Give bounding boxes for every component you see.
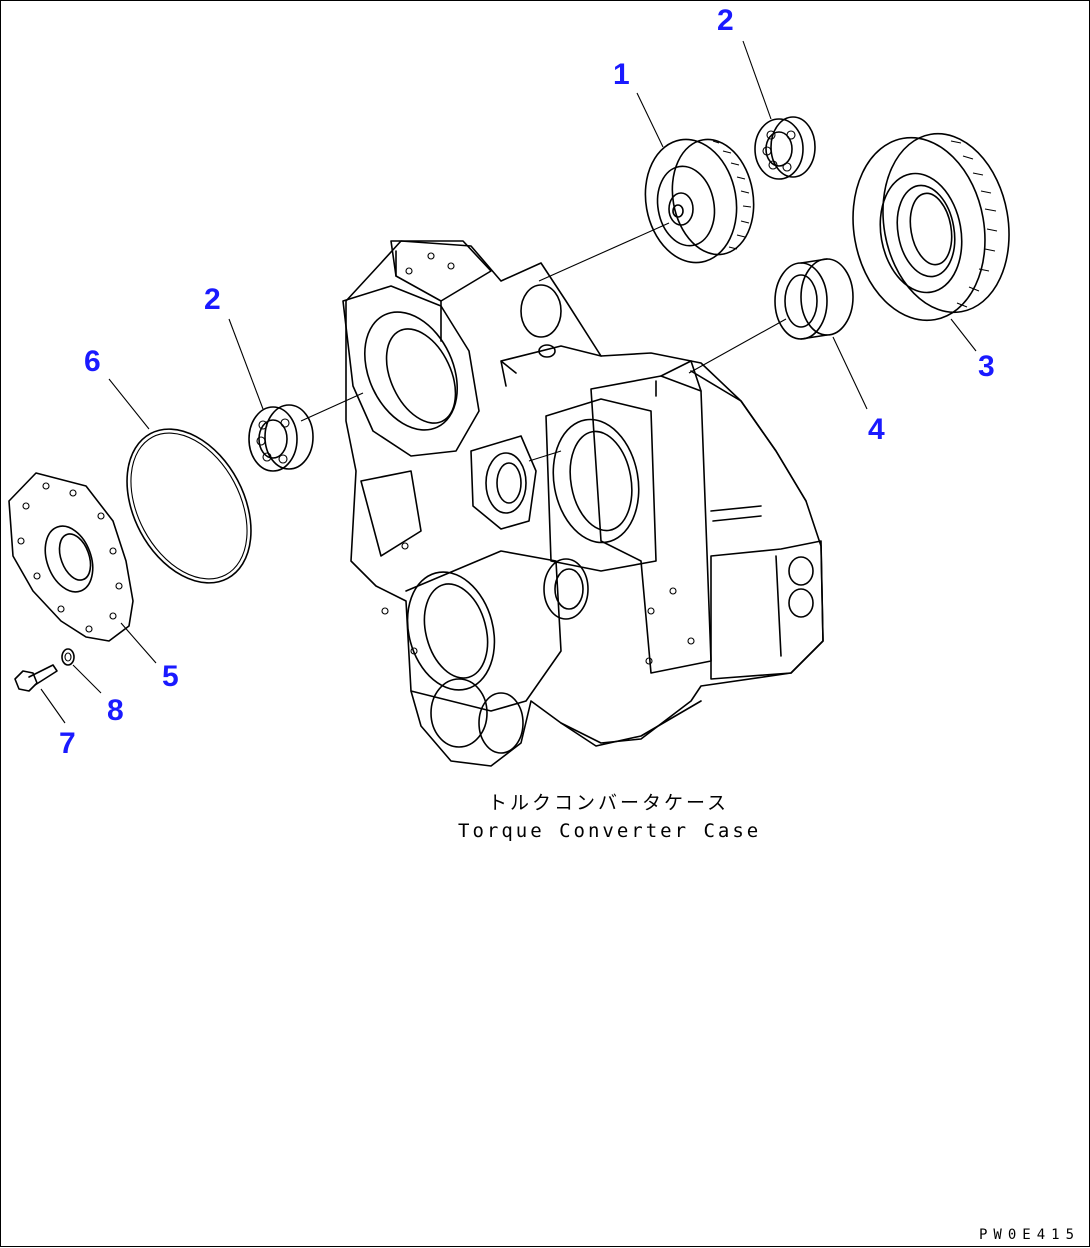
gear-part-3 <box>852 132 1010 322</box>
callout-1: 1 <box>613 58 630 91</box>
cover-part-5 <box>8 472 134 642</box>
gear-part-1 <box>644 138 755 264</box>
callout-4: 4 <box>868 413 885 446</box>
caption-english: Torque Converter Case <box>458 820 761 842</box>
assembly-lines <box>300 222 787 462</box>
callout-5: 5 <box>162 660 179 693</box>
leader-lines <box>40 40 977 724</box>
callout-7: 7 <box>59 727 76 760</box>
callout-3: 3 <box>978 350 995 383</box>
caption-japanese: トルクコンバータケース <box>488 792 729 814</box>
bearing-part-4 <box>774 258 854 340</box>
callout-2-top: 2 <box>717 4 734 37</box>
bearing-part-2-upper <box>754 116 816 180</box>
o-ring-part-6 <box>126 428 252 584</box>
washer-part-8 <box>61 648 75 666</box>
torque-converter-case <box>342 240 824 767</box>
callout-8: 8 <box>107 694 124 727</box>
callout-6: 6 <box>84 345 101 378</box>
bolt-part-7 <box>14 664 58 692</box>
drawing-code: PW0E415 <box>979 1227 1080 1243</box>
callout-2-left: 2 <box>204 283 221 316</box>
callout-labels: 1 2 2 3 4 5 6 7 8 <box>59 4 995 760</box>
bearing-part-2-lower <box>248 404 314 472</box>
